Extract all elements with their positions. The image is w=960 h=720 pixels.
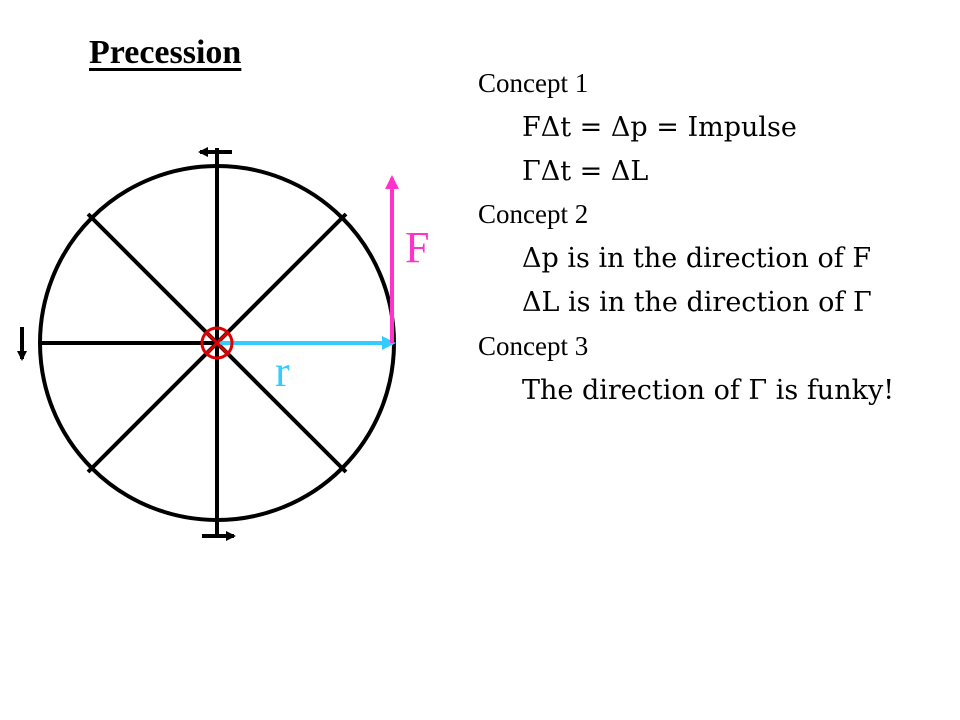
pivot-icon bbox=[200, 326, 234, 360]
concept-line: The direction of Γ is funky! bbox=[522, 374, 895, 406]
concept-list: Concept 1 FΔt = Δp = Impulse ΓΔt = ΔL Co… bbox=[478, 62, 894, 412]
concept-heading: Concept 1 bbox=[478, 68, 589, 98]
concept-line: FΔt = Δp = Impulse bbox=[522, 111, 797, 143]
radius-label: r bbox=[275, 347, 290, 396]
slide-title: Precession bbox=[89, 34, 242, 71]
force-label: F bbox=[405, 223, 429, 272]
concept-heading: Concept 3 bbox=[478, 330, 589, 361]
concept-line: ΔL is in the direction of Γ bbox=[522, 286, 872, 318]
concept-line: Δp is in the direction of F bbox=[522, 243, 872, 275]
concept-line: ΓΔt = ΔL bbox=[522, 155, 649, 187]
concept-heading: Concept 2 bbox=[478, 199, 589, 230]
